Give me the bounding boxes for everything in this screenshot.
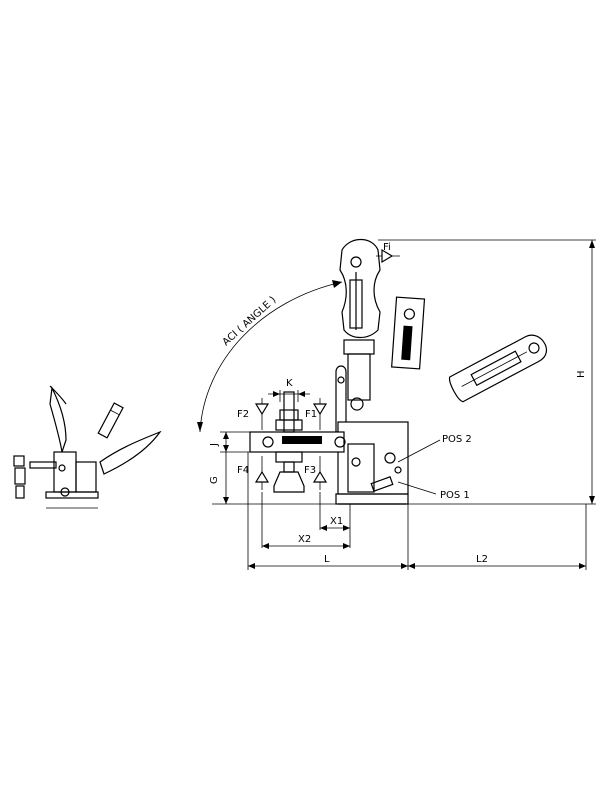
label-f1: F1 <box>305 409 317 420</box>
angle-label: ACI ( ANGLE ) <box>221 295 279 349</box>
main-clamp <box>249 238 409 505</box>
force-arrows <box>254 248 400 490</box>
label-k: K <box>286 378 293 389</box>
label-j: J <box>209 443 220 447</box>
label-l2: L2 <box>476 554 488 565</box>
label-x1: X1 <box>330 516 343 527</box>
dimension-labels: K F2 F1 F4 F3 Fi J G H X1 X2 L L2 POS 2 … <box>209 242 587 565</box>
brand-handle-tag <box>391 296 426 370</box>
dimension-lines <box>212 239 596 570</box>
label-f3: F3 <box>304 465 316 476</box>
open-handle-position <box>449 334 548 403</box>
label-l: L <box>324 554 330 565</box>
label-g: G <box>209 476 220 484</box>
label-x2: X2 <box>298 534 311 545</box>
label-pos1: POS 1 <box>440 490 470 501</box>
position-leaders <box>397 439 441 495</box>
label-f2: F2 <box>237 409 249 420</box>
label-pos2: POS 2 <box>442 434 472 445</box>
small-side-view <box>13 385 162 509</box>
label-fi: Fi <box>383 242 391 253</box>
label-f4: F4 <box>237 465 249 476</box>
label-h: H <box>576 370 587 378</box>
